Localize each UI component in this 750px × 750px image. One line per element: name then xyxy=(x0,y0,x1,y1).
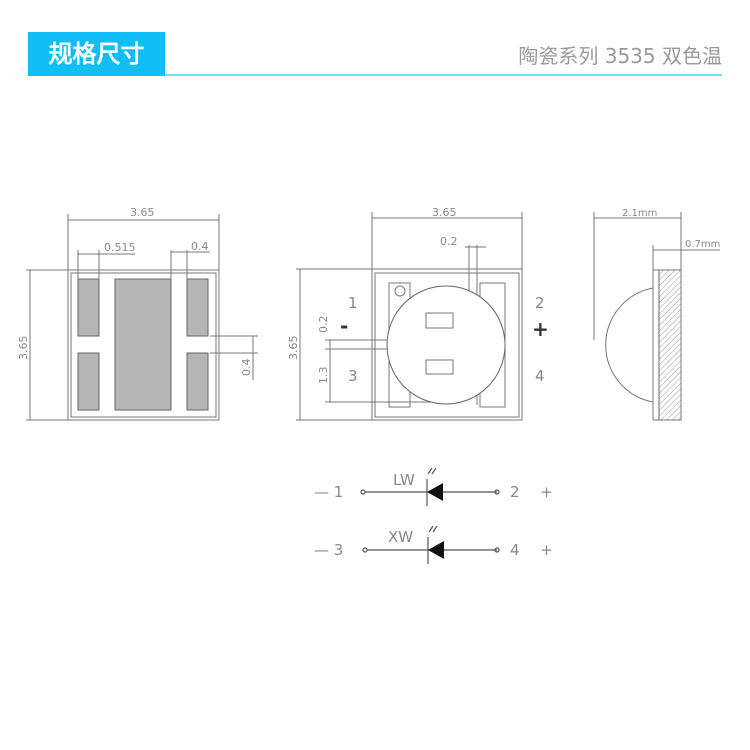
pos-terminal: 4 + xyxy=(510,541,561,559)
dim-total-height: 2.1mm xyxy=(622,208,657,219)
plus-sign: + xyxy=(532,317,549,341)
diode-label: LW xyxy=(393,471,415,489)
section-title: 规格尺寸 xyxy=(28,32,165,76)
pad xyxy=(77,278,100,337)
dim-height: 3.65 xyxy=(287,336,300,361)
dim-pad-gap: 0.4 xyxy=(191,240,209,253)
neg-terminal: — 3 xyxy=(314,541,343,559)
pin-1-label: 1 xyxy=(348,294,358,312)
thermal-pad xyxy=(114,278,172,411)
top-view: 3.65 0.2 3.65 0.2 1.3 1 3 2 4 - + xyxy=(287,206,549,421)
diode-icon xyxy=(428,541,444,559)
header-underline xyxy=(165,74,722,76)
dim-pad-spacing: 0.4 xyxy=(240,359,253,377)
pad xyxy=(186,352,209,411)
dim-gap-x: 0.2 xyxy=(440,235,458,248)
lens-dome xyxy=(386,285,506,405)
diode-icon xyxy=(427,483,443,501)
dim-gap-y: 0.2 xyxy=(317,316,330,334)
pin-3-label: 3 xyxy=(348,367,358,385)
product-subtitle: 陶瓷系列 3535 双色温 xyxy=(518,44,722,68)
pin-2-label: 2 xyxy=(535,294,545,312)
pad xyxy=(77,352,100,411)
neg-terminal: — 1 xyxy=(314,483,343,501)
circuit-lw: — 1 LW 2 + xyxy=(314,467,561,506)
dim-substrate: 0.7mm xyxy=(685,239,720,250)
dim-height: 3.65 xyxy=(17,336,30,361)
diode-label: XW xyxy=(388,528,413,546)
polarity-mark xyxy=(394,285,406,297)
dim-pad-width: 0.515 xyxy=(104,241,136,254)
circuit-xw: — 3 XW 4 + xyxy=(314,525,561,564)
side-view: 2.1mm 0.7mm xyxy=(593,208,720,421)
dim-pad-height: 1.3 xyxy=(317,367,330,385)
dim-width: 3.65 xyxy=(432,206,457,219)
dim-width: 3.65 xyxy=(130,206,155,219)
minus-sign: - xyxy=(340,314,348,338)
pos-terminal: 2 + xyxy=(510,483,561,501)
bottom-view: 3.65 0.515 0.4 3.65 0.4 xyxy=(17,206,258,421)
pin-4-label: 4 xyxy=(535,367,545,385)
pad xyxy=(186,278,209,337)
